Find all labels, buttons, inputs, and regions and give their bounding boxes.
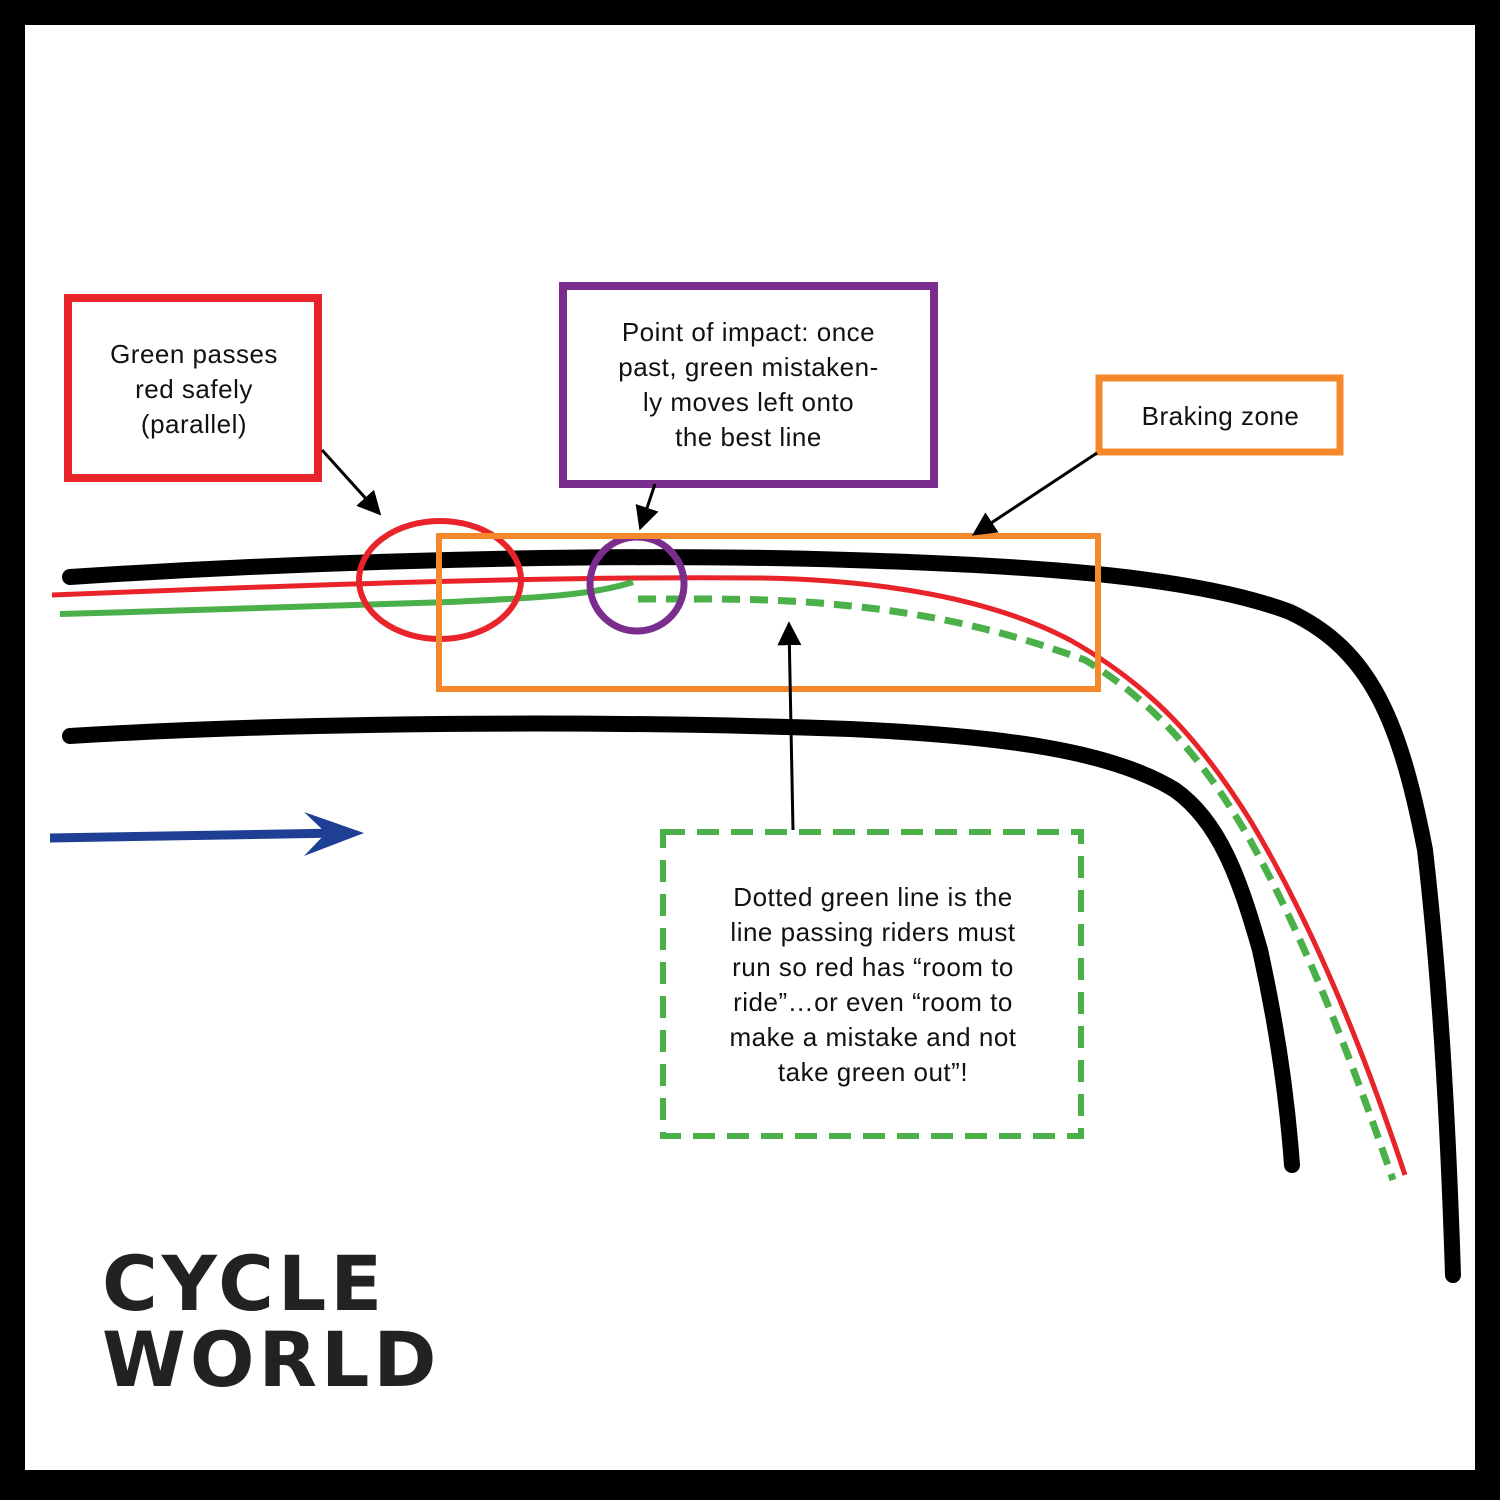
dotted-line-label: Dotted green line is the line passing ri… [729,882,1017,1087]
braking-zone-rect [436,533,1101,692]
direction-arrow-icon [49,812,364,856]
diagram-frame: Green passes red safely (parallel) Point… [25,25,1475,1470]
red-racing-line [51,575,1408,1176]
braking-pointer-arrow [971,451,1098,536]
green-dotted-line [637,595,1397,1182]
track-inner-edge [62,715,1300,1173]
cycle-world-logo: CYCLE WORLD [102,1246,440,1398]
green-passes-box [64,294,322,482]
impact-box [559,282,938,488]
green-passes-label: Green passes red safely (parallel) [110,338,278,439]
dotted-line-box [660,829,1084,1139]
racing-line-diagram [49,282,1461,1283]
green-solid-line [59,579,634,617]
logo-line-1: CYCLE [102,1239,387,1328]
pass-pointer-arrow [320,448,382,516]
braking-zone-label: Braking zone [1141,400,1300,431]
braking-zone-box [1095,374,1344,456]
impact-label: Point of impact: once past, green mistak… [618,317,879,452]
impact-pointer-arrow [635,483,659,531]
logo-line-2: WORLD [102,1315,441,1404]
track-outer-edge [62,549,1461,1283]
dotted-pointer-arrow [777,621,802,831]
